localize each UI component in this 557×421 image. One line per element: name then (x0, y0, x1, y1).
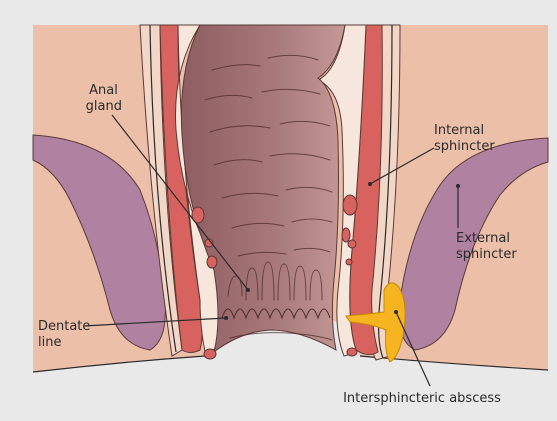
label-abscess: Intersphincteric abscess (343, 391, 501, 406)
leader-dentate-line-dot (224, 316, 228, 320)
label-external-sphincter: External sphincter (456, 231, 517, 262)
label-external-sphincter-line2: sphincter (456, 247, 517, 262)
label-external-sphincter-line1: External (456, 231, 510, 246)
leader-external-sphincter-dot (456, 184, 460, 188)
label-anal-gland-line1: Anal (89, 83, 118, 98)
label-anal-gland: Anal gland (86, 83, 122, 114)
leader-anal-gland-dot (246, 288, 250, 292)
label-anal-gland-line2: gland (86, 99, 122, 114)
label-dentate-line-line2: line (38, 335, 61, 350)
label-dentate-line-line1: Dentate (38, 319, 90, 334)
label-internal-sphincter-line2: sphincter (434, 139, 495, 154)
leader-abscess-dot (394, 310, 398, 314)
label-internal-sphincter-line1: Internal (434, 123, 484, 138)
label-internal-sphincter: Internal sphincter (434, 123, 495, 154)
leader-internal-sphincter-dot (368, 182, 372, 186)
